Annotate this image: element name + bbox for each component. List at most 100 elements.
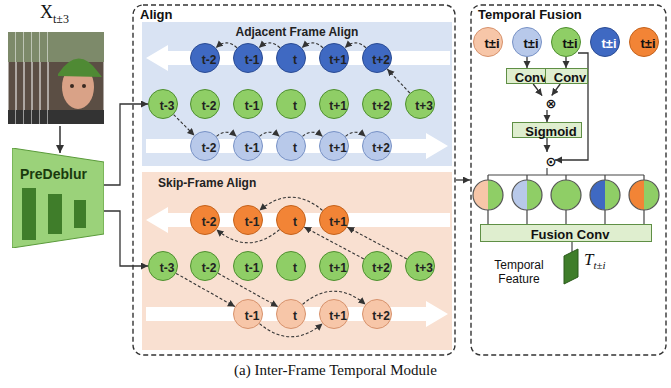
frame-feature-node: t-3 — [148, 251, 178, 281]
frame-feature-node: t-1 — [233, 205, 263, 235]
frame-feature-node: t+3 — [405, 89, 435, 119]
frame-feature-node: t+1 — [319, 299, 349, 329]
frame-feature-node: t-1 — [233, 251, 263, 281]
node-label: t — [293, 309, 297, 323]
operation-box: Fusion Conv — [480, 224, 652, 242]
frame-feature-node: t+2 — [362, 43, 392, 73]
encoder-layer — [22, 188, 36, 240]
node-label: t+3 — [415, 261, 433, 275]
connector-arrow — [259, 43, 280, 48]
frame-feature-node: t±i — [512, 27, 542, 57]
encoder-layer — [48, 194, 62, 234]
node-label: t±i — [562, 36, 577, 51]
frame-feature-node: t+1 — [319, 205, 349, 235]
frame-feature-node: t-2 — [190, 131, 220, 161]
frame-feature-node: t — [276, 131, 306, 161]
encoder-layer — [74, 200, 86, 228]
connector-arrow — [533, 84, 542, 96]
variable-name: X — [40, 2, 53, 22]
align-branch: Adjacent Frame Align t-2 t-1 t t+1 t+2 t-3 t-2 t… — [142, 22, 452, 166]
node-label: t±i — [601, 36, 616, 51]
node-label: ⊙ — [546, 155, 557, 168]
node-label: t — [293, 99, 297, 113]
node-label: t-1 — [245, 215, 260, 229]
connector-arrow — [387, 69, 410, 93]
frame-feature-node: t-1 — [233, 131, 263, 161]
node-label: t+1 — [329, 261, 347, 275]
operator-symbol: ⊗ — [539, 94, 555, 110]
node-label: t+2 — [372, 53, 390, 67]
variable-name: T — [584, 250, 593, 269]
connector-arrow — [104, 211, 148, 266]
frame-feature-node: t+2 — [362, 299, 392, 329]
node-label: t±i — [640, 36, 655, 51]
connector-arrow — [346, 132, 366, 136]
connector-arrow — [303, 132, 323, 136]
node-label: t-2 — [202, 215, 217, 229]
dashed-outline — [133, 5, 455, 355]
frame-feature-node: t±i — [551, 27, 581, 57]
node-label: t+1 — [329, 141, 347, 155]
node-label: t-3 — [160, 261, 175, 275]
node-label: t-1 — [245, 309, 260, 323]
frame-feature-node: t — [276, 89, 306, 119]
frame-feature-node: t+2 — [362, 89, 392, 119]
frame-feature-node: t-1 — [233, 299, 263, 329]
connector-arrow — [546, 110, 547, 122]
dashed-outline — [470, 4, 667, 356]
node-label: Fusion Conv — [531, 227, 610, 242]
operation-box: Conv — [506, 68, 549, 84]
node-label: t-1 — [245, 99, 260, 113]
node-label: Skip-Frame Align — [158, 176, 256, 190]
operator-symbol: ⊙ — [539, 152, 555, 168]
frame-feature-node: t-1 — [233, 43, 263, 73]
band-fill — [142, 22, 452, 166]
node-label: Conv — [515, 70, 548, 85]
frame-feature-node: t±i — [629, 27, 659, 57]
node-label: t-1 — [245, 141, 260, 155]
node-label: t+2 — [372, 261, 390, 275]
connector-arrow — [456, 179, 470, 180]
frame-feature-node: t — [276, 43, 306, 73]
operation-box: Conv — [545, 68, 588, 84]
band-fill — [142, 172, 452, 350]
node-label: PreDeblur — [20, 166, 87, 182]
frame-feature-node: t — [276, 251, 306, 281]
figure-caption: (a) Inter-Frame Temporal Module — [234, 362, 437, 378]
frame-feature-node: t-3 — [148, 89, 178, 119]
connector-arrow — [345, 43, 366, 48]
input-arrow — [59, 126, 61, 153]
variable-subscript: t±i — [593, 259, 605, 271]
node-label: t-2 — [202, 53, 217, 67]
connector-arrow — [526, 57, 527, 68]
node-label: Conv — [554, 70, 587, 85]
frame-feature-node: t+1 — [319, 251, 349, 281]
frame-feature-node: t+3 — [405, 251, 435, 281]
node-label: t-1 — [245, 261, 260, 275]
node-label: t-1 — [245, 53, 260, 67]
module-frame: Temporal Fusiont±it±it±it±it±iConvConv⊗S… — [470, 4, 667, 356]
frame-feature-node: t-2 — [190, 43, 220, 73]
node-label: t+1 — [329, 99, 347, 113]
node-label: Align — [140, 7, 173, 22]
frame-feature-node: t+1 — [319, 89, 349, 119]
connector-arrow — [216, 43, 237, 48]
node-label: t+2 — [372, 99, 390, 113]
node-label: t-3 — [160, 99, 175, 113]
node-label: t — [293, 215, 297, 229]
video-frame — [48, 32, 104, 124]
frame-feature-node: t — [276, 299, 306, 329]
node-label: Adjacent Frame Align — [236, 25, 359, 39]
node-label: t+3 — [415, 99, 433, 113]
connector-arrow — [104, 104, 148, 185]
frame-feature-node: t+1 — [319, 131, 349, 161]
node-label: t±i — [523, 36, 538, 51]
frame-feature-node: t+2 — [362, 131, 392, 161]
encoder-block: PreDeblur — [12, 148, 104, 248]
frame-feature-node: t±i — [590, 27, 620, 57]
node-label: t+2 — [372, 141, 390, 155]
frame-feature-node: t-2 — [190, 205, 220, 235]
node-label: t-2 — [202, 261, 217, 275]
encoder-shape — [12, 148, 104, 248]
